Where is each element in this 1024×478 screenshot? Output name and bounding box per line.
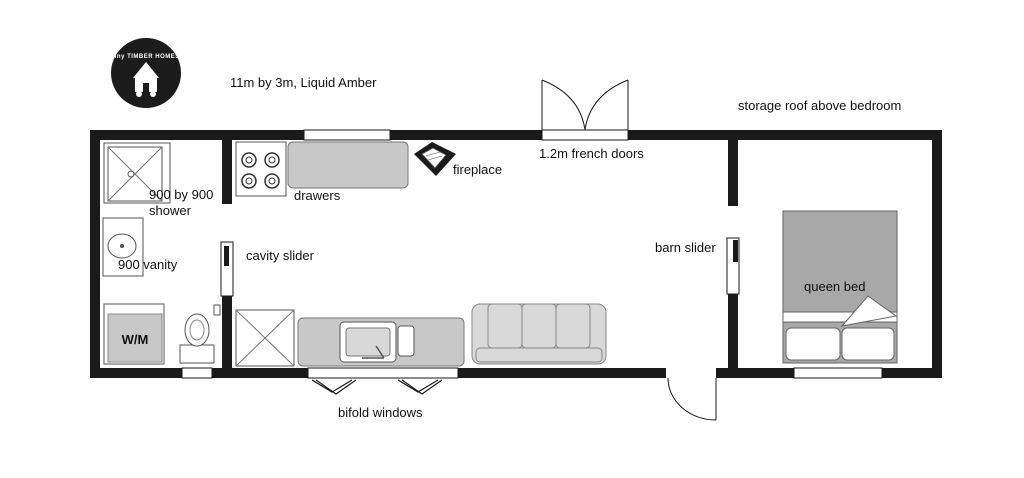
storage-note: storage roof above bedroom	[738, 98, 901, 113]
fireplace	[414, 142, 456, 176]
vanity	[102, 217, 144, 277]
cooktop	[235, 141, 287, 197]
logo: tiny TIMBER HOMES	[111, 38, 181, 108]
washing-machine	[103, 303, 165, 365]
bifold-windows	[311, 379, 443, 395]
french-doors-label: 1.2m french doors	[539, 146, 644, 161]
fireplace-label: fireplace	[453, 162, 502, 177]
shower	[103, 142, 171, 204]
bifold-label: bifold windows	[338, 405, 423, 420]
shower-label-line1: 900 by 900	[149, 187, 213, 202]
drawers	[287, 141, 409, 189]
queen-bed-label: queen bed	[804, 279, 865, 294]
bedroom-wall	[726, 140, 740, 368]
exterior-walls	[90, 129, 942, 379]
drawers-label: drawers	[294, 188, 341, 203]
toilet	[179, 304, 221, 364]
entry-door	[667, 377, 717, 421]
fridge	[235, 309, 295, 367]
cavity-slider-label: cavity slider	[246, 248, 315, 263]
plan-title: 11m by 3m, Liquid Amber	[230, 75, 377, 90]
queen-bed	[782, 210, 898, 364]
logo-text: tiny TIMBER HOMES	[112, 54, 180, 60]
barn-slider-label: barn slider	[655, 240, 716, 255]
french-doors	[541, 79, 629, 131]
vanity-label: 900 vanity	[118, 257, 178, 272]
washing-machine-label: W/M	[122, 332, 149, 347]
kitchen-bench	[297, 317, 465, 367]
bathroom-wall	[220, 140, 234, 368]
shower-label-line2: shower	[149, 203, 192, 218]
sofa	[471, 303, 607, 365]
house-icon	[133, 62, 159, 97]
